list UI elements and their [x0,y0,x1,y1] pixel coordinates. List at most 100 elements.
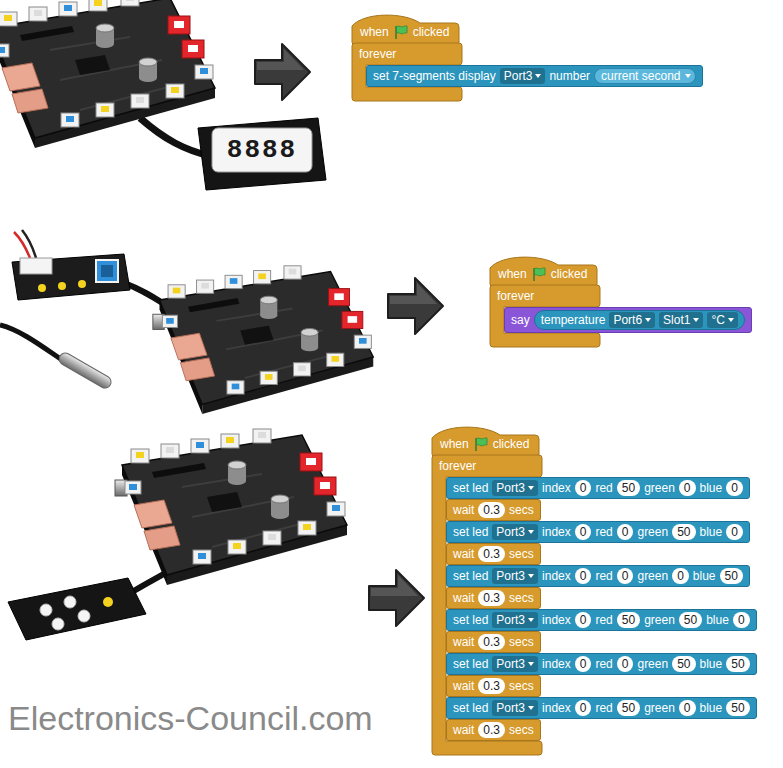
number-input: 0 [726,524,743,540]
block-text: when [440,437,469,451]
block-text: secs [509,679,534,693]
block-row: wait0.3secs [453,546,534,562]
block-row: set ledPort3index0red50green0blue0 [453,480,743,496]
block-row: wait 0.3 secs [453,678,534,694]
row-2-illustration-part [96,260,118,282]
row-3-illustration-part [78,610,90,622]
block-text: index [542,525,571,539]
block-text: set 7-segments display [373,69,496,83]
flag-cloth [476,438,487,446]
dropdown-text: Port3 [492,656,538,672]
block-text: forever [359,47,396,61]
block-text: secs [509,723,534,737]
block-row: wait0.3secs [453,590,534,606]
block-row: forever [359,47,396,61]
arrows [255,44,443,626]
block-text: red [595,701,612,715]
row-3-illustration-part [40,604,52,616]
block-row: set ledPort3index0red50green50blue0 [453,612,750,628]
block-row: forever [497,289,534,303]
block-text: clicked [551,267,588,281]
block-text: set led [453,657,488,671]
block-text: set led [453,701,488,715]
block-text: temperature [541,313,606,327]
arrows-part [388,278,443,334]
block-row: when clicked [360,24,450,40]
number-input: 0 [575,700,592,716]
block-text: blue [693,569,716,583]
block-row: wait0.3secs [453,722,534,738]
block-text: blue [700,657,723,671]
watermark: Electronics-Council.com [8,696,373,740]
dropdown-text: Port3 [492,700,538,716]
block-text: clicked [493,437,530,451]
block-text: set led [453,569,488,583]
block-row: set 7-segments displayPort3numbercurrent… [373,68,696,84]
number-input: 0 [679,700,696,716]
block-text: blue [700,701,723,715]
row-2-illustration-part [22,230,36,258]
row-2-illustration-part [38,284,46,292]
number-input: 0 [575,656,592,672]
green-flag-icon [393,24,409,40]
command-block: set ledPort3index0red0green0blue50 [446,565,750,587]
dropdown-text: Port3 [492,568,538,584]
arrows-part [255,44,310,100]
block-row: set ledPort3index0red0green0blue50 [453,568,743,584]
command-block: set ledPort3index0red50green0blue0 [446,477,750,499]
block-text: secs [509,503,534,517]
block-text: red [595,569,612,583]
command-block: set ledPort3index0red50green0blue50 [446,697,757,719]
block-text: when [360,25,389,39]
flag-cloth [534,268,545,276]
number-input: 0 [726,480,743,496]
dropdown-text: Port3 [492,480,538,496]
row-1-illustration-part [0,0,215,148]
block-text: set led [453,481,488,495]
forever-block: forever set 7-segments displayPort3number… [352,43,703,101]
dropdown-text: Slot1 [659,312,703,328]
number-input: 0.3 [478,546,505,562]
block-text: set led [453,525,488,539]
row-2-illustration-part [58,282,66,290]
block-text: blue [700,525,723,539]
block-text: secs [509,635,534,649]
row-1-illustration-part [198,118,326,190]
block-text: green [637,525,668,539]
command-block: set ledPort3index0red50green50blue0 [446,609,757,631]
block-text: clicked [413,25,450,39]
block-row: forever [439,459,476,473]
row-3-illustration-part [115,429,347,585]
dropdown-text: Port3 [492,524,538,540]
hat-outline [352,15,459,45]
number-input: 0.3 [478,678,505,694]
number-input: 0 [575,568,592,584]
block-text: secs [509,547,534,561]
hat-outline [490,257,597,287]
block-row: set ledPort3index0red0green50blue0 [453,524,743,540]
dropdown-text: Port3 [492,612,538,628]
number-input: 0.3 [478,590,505,606]
command-block: set 7-segments displayPort3numbercurrent… [366,65,703,87]
block-text: say [511,313,530,327]
block-text: index [542,569,571,583]
row-3-illustration-part [103,597,113,607]
block-text: wait [453,679,474,693]
flag-cloth [396,26,407,34]
block-text: index [542,613,571,627]
block-text: green [644,701,675,715]
block-text: red [595,525,612,539]
row-1-illustration [0,0,326,190]
forever-block: foreverset ledPort3index0red50green0blue… [432,455,757,755]
block-row: set ledPort3index0red0green50blue50 [453,656,750,672]
command-block: wait0.3secs [446,587,541,609]
block-text: blue [706,613,729,627]
command-block: set ledPort3index0red0green50blue50 [446,653,757,675]
watermark-band [0,690,430,746]
hat-outline [432,427,539,457]
number-input: 50 [720,568,743,584]
command-block: wait0.3secs [446,499,541,521]
number-input: 0 [575,480,592,496]
hat-block: when clicked [432,424,539,457]
